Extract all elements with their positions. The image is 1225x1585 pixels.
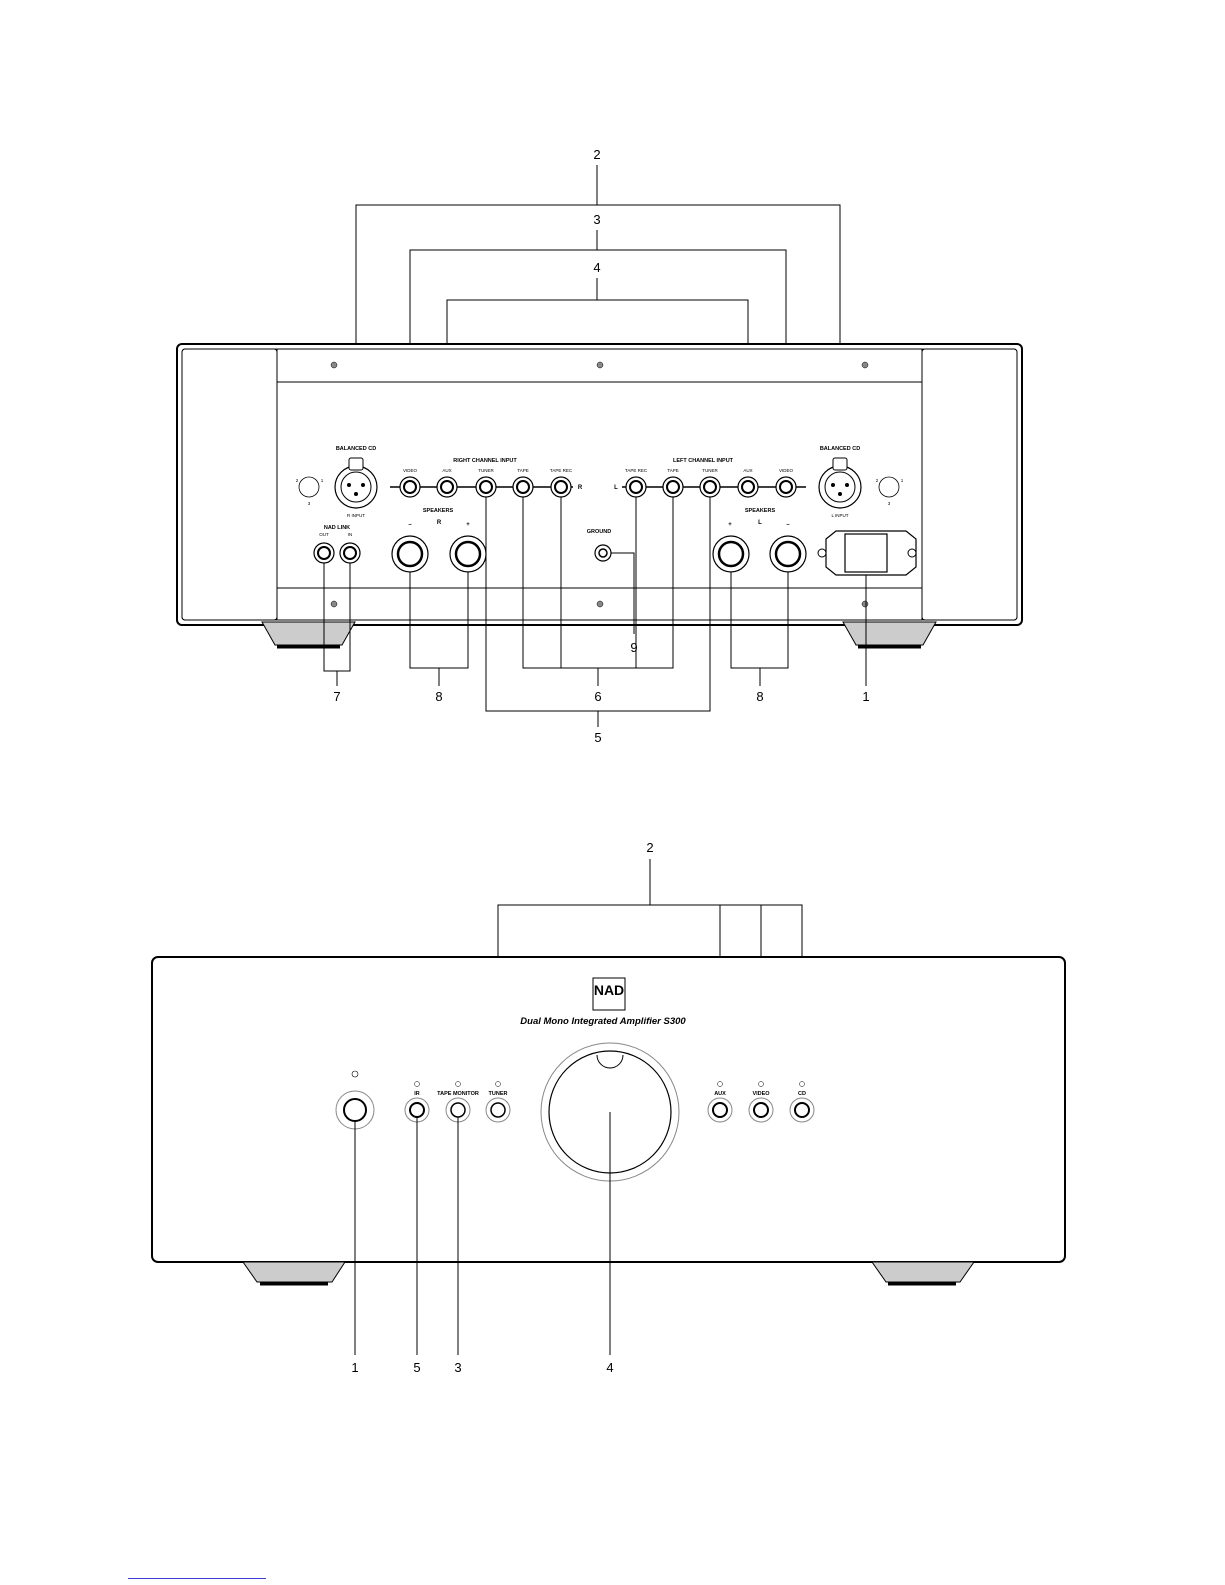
rca-right-tape-rec[interactable]: TAPE REC [550, 468, 573, 498]
ac-power-inlet[interactable] [817, 530, 917, 576]
svg-text:TAPE REC: TAPE REC [625, 468, 648, 473]
rca-right-tape[interactable]: TAPE [512, 468, 534, 498]
svg-text:NAD LINK: NAD LINK [324, 525, 350, 531]
model-name: Dual Mono Integrated Amplifier S300 [520, 1016, 686, 1027]
left-channel-input-label: LEFT CHANNEL INPUT [673, 458, 734, 464]
svg-text:–: – [786, 522, 790, 528]
svg-text:+: + [728, 522, 732, 528]
svg-text:TAPE: TAPE [667, 468, 678, 473]
balanced-cd-xlr-right[interactable]: BALANCED CD R INPUT [334, 446, 378, 518]
svg-text:TAPE REC: TAPE REC [550, 468, 573, 473]
svg-text:NAD: NAD [594, 982, 624, 998]
ground-terminal[interactable]: GROUND [587, 529, 612, 562]
svg-text:+: + [466, 522, 470, 528]
svg-text:TAPE: TAPE [517, 468, 528, 473]
callout-4-front: 4 [606, 1360, 613, 1375]
speakers-right-terminals[interactable]: SPEAKERS R – + [391, 508, 487, 573]
svg-text:R: R [437, 520, 442, 526]
svg-text:R: R [578, 485, 583, 491]
callout-2-rear: 2 [593, 147, 600, 162]
svg-text:AUX: AUX [442, 468, 451, 473]
svg-text:TUNER: TUNER [489, 1091, 508, 1097]
rca-right-aux[interactable]: AUX [436, 468, 458, 498]
cd-button[interactable]: CD [789, 1081, 815, 1123]
svg-text:3: 3 [888, 501, 891, 506]
aux-button[interactable]: AUX [707, 1081, 733, 1123]
rca-left-aux[interactable]: AUX [737, 468, 759, 498]
svg-text:3: 3 [308, 501, 311, 506]
rca-right-tuner[interactable]: TUNER [475, 468, 497, 498]
svg-text:VIDEO: VIDEO [752, 1091, 770, 1097]
power-button[interactable] [335, 1070, 375, 1130]
rear-chassis [176, 343, 1023, 626]
svg-text:R INPUT: R INPUT [347, 513, 365, 518]
svg-text:L INPUT: L INPUT [831, 513, 848, 518]
svg-text:–: – [408, 522, 412, 528]
balanced-cd-xlr-left[interactable]: BALANCED CD L INPUT [818, 446, 862, 518]
callout-8-rear-left: 8 [756, 689, 763, 704]
svg-text:BALANCED CD: BALANCED CD [336, 446, 376, 452]
front-bottom-leaders [354, 1112, 611, 1355]
svg-text:CD: CD [798, 1091, 806, 1097]
svg-text:TAPE MONITOR: TAPE MONITOR [437, 1091, 479, 1097]
front-panel: 2 NAD Dual Mono Integrated Amplifier S30… [151, 840, 1066, 1375]
svg-text:SPEAKERS: SPEAKERS [745, 508, 776, 514]
callout-5-rear: 5 [594, 730, 601, 745]
svg-text:2: 2 [296, 478, 299, 483]
svg-text:1: 1 [321, 478, 324, 483]
callout-6-rear: 6 [594, 689, 601, 704]
nad-logo: NAD [592, 977, 626, 1011]
xlr-pin-diagram-right: 2 1 3 [296, 476, 324, 506]
callout-3-rear: 3 [593, 212, 600, 227]
callout-9-rear: 9 [630, 640, 637, 655]
rca-left-video[interactable]: VIDEO [775, 468, 797, 498]
svg-text:BALANCED CD: BALANCED CD [820, 446, 860, 452]
callout-1-front: 1 [351, 1360, 358, 1375]
svg-text:AUX: AUX [743, 468, 752, 473]
svg-text:AUX: AUX [714, 1091, 726, 1097]
svg-text:1: 1 [901, 478, 904, 483]
svg-text:L: L [614, 485, 618, 491]
xlr-pin-diagram-left: 2 1 3 [876, 476, 904, 506]
right-channel-input-label: RIGHT CHANNEL INPUT [453, 458, 517, 464]
svg-text:OUT: OUT [319, 532, 329, 537]
callout-7-rear: 7 [333, 689, 340, 704]
rear-panel: 2 3 4 [176, 147, 1023, 745]
svg-text:TUNER: TUNER [702, 468, 718, 473]
video-button[interactable]: VIDEO [748, 1081, 774, 1123]
svg-text:IR: IR [414, 1091, 420, 1097]
svg-text:GROUND: GROUND [587, 529, 611, 535]
callout-1-rear: 1 [862, 689, 869, 704]
callout-8-rear-right: 8 [435, 689, 442, 704]
callout-5-front: 5 [413, 1360, 420, 1375]
svg-text:IN: IN [348, 532, 353, 537]
rear-bottom-leaders [323, 497, 867, 727]
front-feet [242, 1261, 975, 1286]
callout-3-front: 3 [454, 1360, 461, 1375]
callout-2-front: 2 [646, 840, 653, 855]
svg-text:VIDEO: VIDEO [403, 468, 418, 473]
tape-monitor-button[interactable]: TAPE MONITOR [437, 1081, 479, 1123]
svg-text:VIDEO: VIDEO [779, 468, 794, 473]
callout-4-rear: 4 [593, 260, 600, 275]
svg-text:SPEAKERS: SPEAKERS [423, 508, 454, 514]
rca-left-tuner[interactable]: TUNER [699, 468, 721, 498]
svg-text:2: 2 [876, 478, 879, 483]
svg-text:TUNER: TUNER [478, 468, 494, 473]
rca-right-video[interactable]: VIDEO [399, 468, 421, 498]
rca-left-tape-rec[interactable]: TAPE REC [625, 468, 648, 498]
tuner-button[interactable]: TUNER [485, 1081, 511, 1123]
svg-text:L: L [758, 520, 762, 526]
footer-link-underline[interactable] [128, 1578, 266, 1579]
